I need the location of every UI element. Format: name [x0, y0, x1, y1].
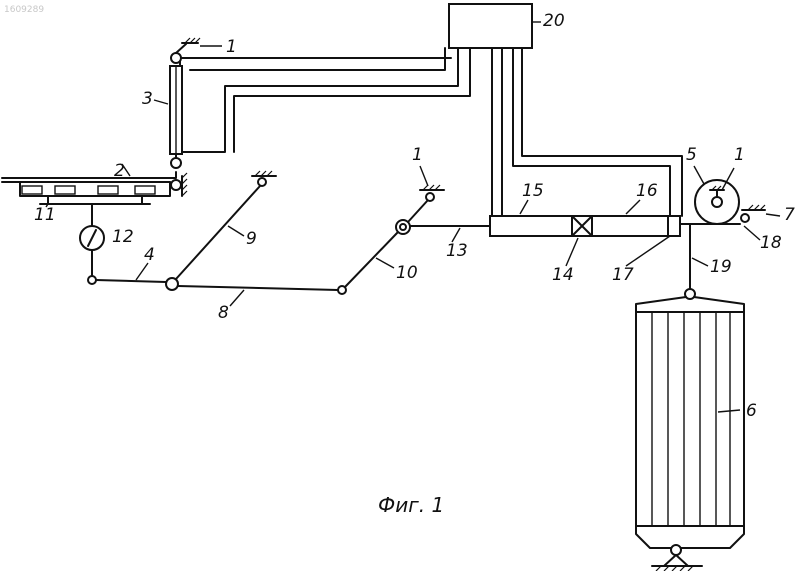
watermark-text: 1609289	[4, 5, 44, 15]
link-4	[96, 280, 166, 282]
label-8: 8	[218, 303, 229, 323]
label-11: 11	[34, 205, 56, 225]
pivot-9	[258, 178, 266, 186]
label-3: 3	[142, 89, 153, 109]
pipe-upper	[180, 48, 458, 152]
pipe-top-return	[180, 58, 451, 70]
label-1a: 1	[226, 37, 237, 57]
platform-pivot	[171, 180, 181, 190]
label-13: 13	[446, 241, 468, 261]
label-7: 7	[784, 205, 795, 225]
joint-4-left	[88, 276, 96, 284]
platform-2	[2, 172, 176, 178]
label-12: 12	[112, 227, 134, 247]
figure-caption: Фиг. 1	[378, 493, 444, 517]
load-bottom-frame	[636, 526, 744, 548]
link-10	[345, 232, 398, 287]
load-support	[671, 545, 681, 555]
label-5: 5	[686, 145, 697, 165]
label-10: 10	[396, 263, 418, 283]
label-2: 2	[114, 161, 125, 181]
label-14: 14	[552, 265, 574, 285]
label-6: 6	[746, 401, 757, 421]
label-19: 19	[710, 257, 732, 277]
label-20: 20	[543, 11, 565, 31]
pipe-upper-inner	[234, 48, 470, 152]
label-15: 15	[522, 181, 544, 201]
label-9: 9	[246, 229, 257, 249]
brake-18	[741, 214, 749, 222]
control-unit-20	[449, 4, 532, 48]
piston-17	[668, 216, 680, 236]
pivot-bottom-3	[171, 158, 181, 168]
link-8	[178, 286, 338, 290]
label-17: 17	[612, 265, 634, 285]
label-4: 4	[144, 245, 155, 265]
label-1c: 1	[734, 145, 745, 165]
label-18: 18	[760, 233, 782, 253]
label-16: 16	[636, 181, 658, 201]
pivot-top-3	[171, 53, 181, 63]
label-1b: 1	[412, 145, 423, 165]
